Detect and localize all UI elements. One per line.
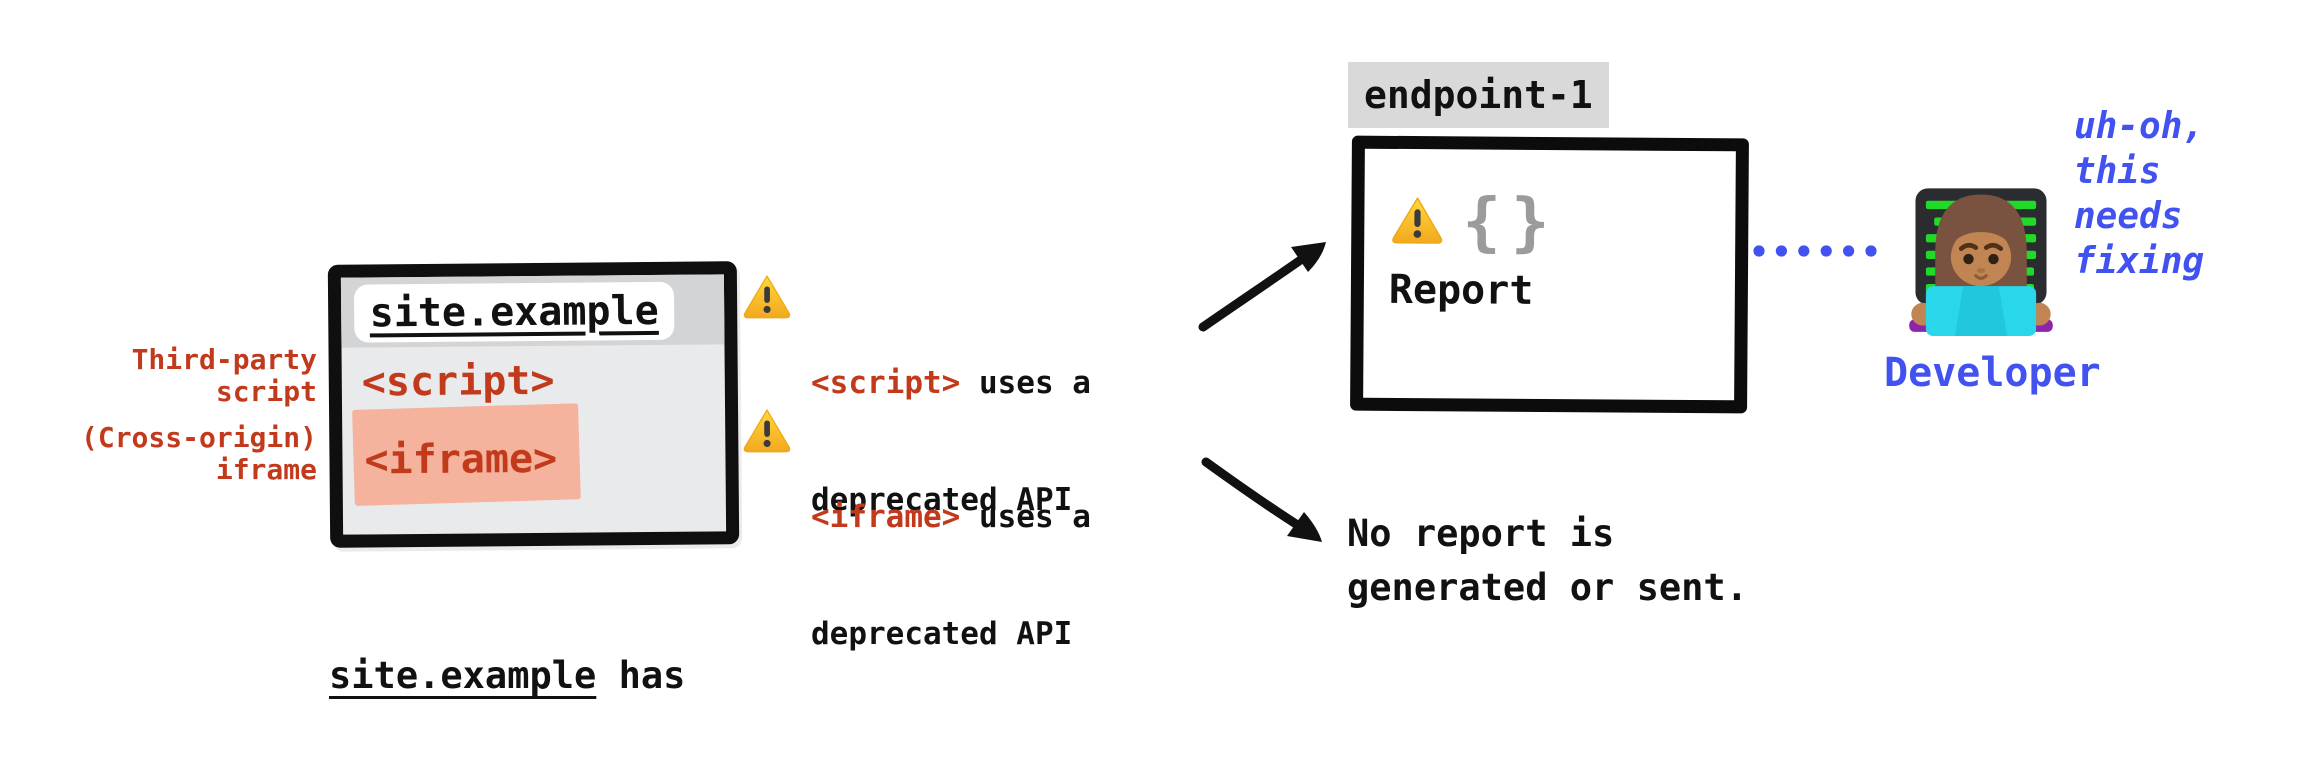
dotted-line	[1753, 245, 1877, 257]
iframe-warning-row: <iframe> uses a deprecated API	[741, 406, 1091, 652]
script-warning-row: <script> uses a deprecated API	[741, 272, 1091, 518]
iframe-warning-text: <iframe> uses a deprecated API	[811, 499, 1091, 652]
arrow-to-no-report-icon	[1201, 457, 1322, 542]
third-party-script-label: Third-party script	[131, 343, 317, 408]
caption: site.example has Reporting-Endpoints set…	[329, 536, 835, 762]
developer-thought-text: uh-oh, this needs fixing	[2074, 106, 2205, 282]
arrow-to-endpoint-icon	[1198, 242, 1326, 332]
no-report-text: No report is generated or sent.	[1347, 512, 1748, 609]
caption-line-1: site.example has	[329, 654, 686, 697]
endpoint-box: {} Report	[1350, 135, 1749, 414]
address-bar: site.example	[353, 281, 675, 343]
developer-label: Developer	[1884, 350, 2101, 396]
report-text: Report	[1388, 266, 1534, 314]
iframe-tag-text: <iframe>	[364, 435, 558, 484]
browser-window: site.example <script> <iframe>	[327, 261, 740, 548]
script-tag-text: <script>	[361, 357, 555, 406]
script-warning-text: <script> uses a deprecated API	[811, 365, 1091, 518]
caption-site: site.example	[329, 654, 597, 697]
warning-icon	[743, 275, 791, 319]
endpoint-1-label: endpoint-1	[1348, 62, 1609, 128]
warning-icon	[743, 409, 791, 453]
address-bar-url: site.example	[369, 287, 659, 337]
code-braces-icon: {}	[1462, 185, 1560, 261]
technologist-emoji-icon	[1909, 188, 2053, 336]
warning-icon	[1392, 197, 1443, 244]
cross-origin-iframe-label: (Cross-origin) iframe	[80, 421, 317, 486]
